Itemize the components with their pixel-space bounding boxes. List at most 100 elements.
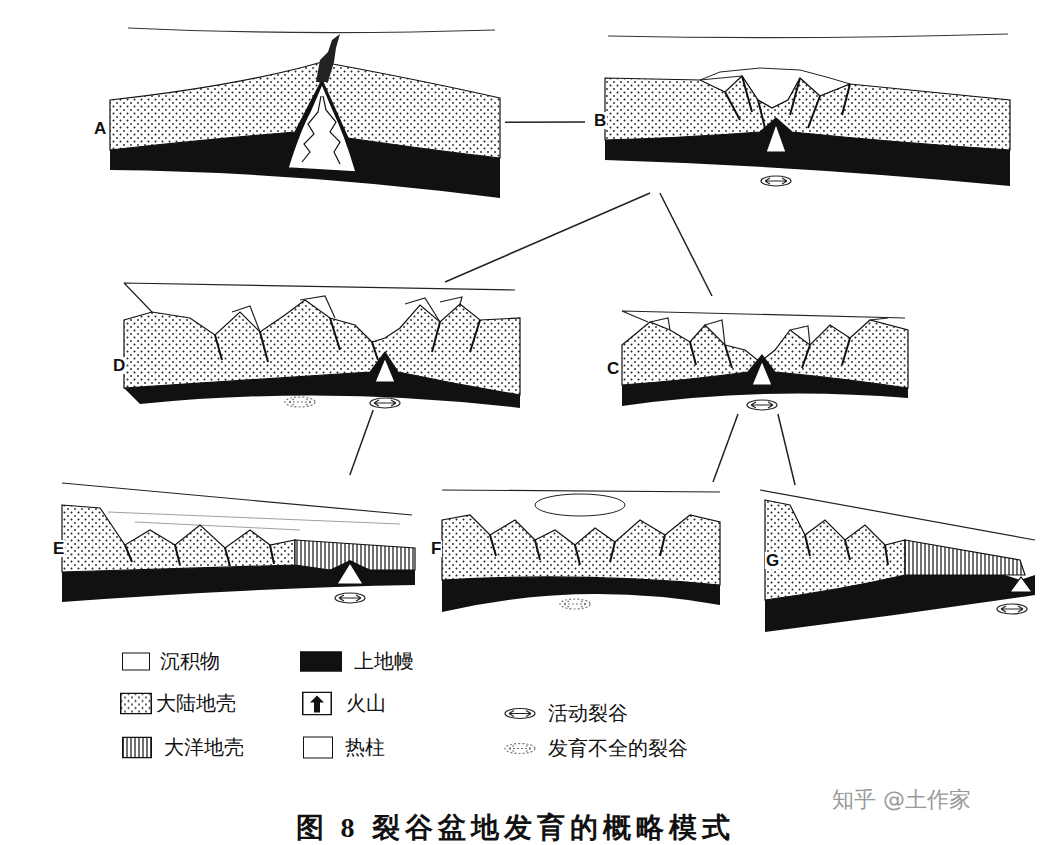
legend-text: 大洋地壳 [164,734,244,761]
upper-mantle [442,577,720,612]
panel-g-section [760,490,1035,632]
continental-crust [442,515,720,585]
watermark: 知乎 @土作家 [832,787,971,812]
symbol-frame [303,692,332,715]
legend-row: 大陆地壳 [120,690,236,717]
sea-line [128,28,495,33]
pattern-sample [121,693,152,714]
legend-row: 发育不全的裂谷 [500,735,688,762]
continental-crust [62,505,295,572]
volcano-arrow [310,695,324,712]
panel-letter: E [52,540,65,557]
active-rift-symbol [997,604,1027,614]
panel-letter: F [430,540,442,557]
legend-symbol [500,740,540,756]
panel: B [585,28,1013,193]
branch-line [445,193,650,282]
panel: E [44,475,417,608]
panel-letter: B [593,112,607,129]
panel-letter: D [112,357,126,374]
rift-symbol [505,743,535,753]
tilted-block [232,296,462,332]
fault-line [690,338,850,368]
tilted-block [650,318,888,345]
legend-row: 活动裂谷 [500,700,628,727]
active-rift-symbol [747,400,777,410]
legend-row: 火山 [302,690,386,717]
upper-mantle [110,80,500,198]
incomplete-rift-symbol [560,599,590,609]
legend-text: 大陆地壳 [156,690,236,717]
panel-d-section [124,283,520,408]
upper-mantle [622,355,908,406]
panel: D [104,282,522,410]
legend-row: 沉积物 [122,648,220,675]
hot-plume [375,358,395,382]
upper-mantle [605,118,1010,186]
legend-symbol [122,736,152,758]
hot-plume [288,84,356,172]
active-rift-symbol [335,593,365,603]
panel-e-section [62,483,415,603]
legend-row: 热柱 [303,734,385,761]
legend-text: 沉积物 [160,648,220,675]
legend-swatch [303,736,333,758]
panel-letter: A [93,120,107,137]
figure-caption: 图 8 裂谷盆地发育的概略模式 [296,812,735,843]
legend-text: 热柱 [345,734,385,761]
label-holder: 知乎 @土作家 [832,785,971,815]
legend-swatch [300,651,342,671]
legend-symbol [302,691,332,715]
panel: A [85,25,505,205]
sediment-top [442,490,720,492]
panel-a-section [110,28,500,198]
sea-line [608,34,1008,38]
rift-symbol [505,708,535,718]
hot-plume [766,124,786,152]
plume-zigzag [302,96,321,162]
fault-line [490,535,665,565]
legend-swatch [122,652,150,670]
pattern-sample [123,737,152,758]
sediment-lens [535,494,625,516]
plume-zigzag [323,96,340,164]
panel-c-section [622,311,908,410]
fault-line [125,545,274,566]
hot-plume [337,563,363,584]
legend-text: 活动裂谷 [548,700,628,727]
branch-line [505,121,585,123]
upper-mantle [765,575,1035,632]
active-rift-symbol [761,176,791,186]
active-rift-symbol [370,398,400,408]
legend-row: 上地幔 [300,648,414,675]
fault-line [725,76,850,128]
branch-line [660,193,712,296]
legend-symbol [500,705,540,721]
panel-f-section [442,490,720,612]
panel: F [422,482,722,614]
sediment-strata [108,512,400,530]
panel: G [757,485,1039,637]
upper-mantle [124,352,520,408]
incomplete-rift-symbol [285,397,315,407]
hot-plume [752,361,772,385]
legend-symbol [120,692,152,714]
fault-line [805,535,888,565]
oceanic-crust [905,540,1025,575]
panel: C [598,296,912,414]
branch-line [713,414,738,482]
panel-b-section [605,34,1010,186]
volcano [316,34,340,82]
upper-mantle [62,560,415,602]
branch-line [778,414,795,485]
hot-plume [1010,577,1032,592]
legend-text: 上地幔 [354,648,414,675]
caption-holder: 图 8 裂谷盆地发育的概略模式 [296,809,735,845]
branch-line [350,410,373,475]
continental-crust [622,320,908,388]
legend-row: 大洋地壳 [122,734,244,761]
legend-text: 火山 [346,690,386,717]
